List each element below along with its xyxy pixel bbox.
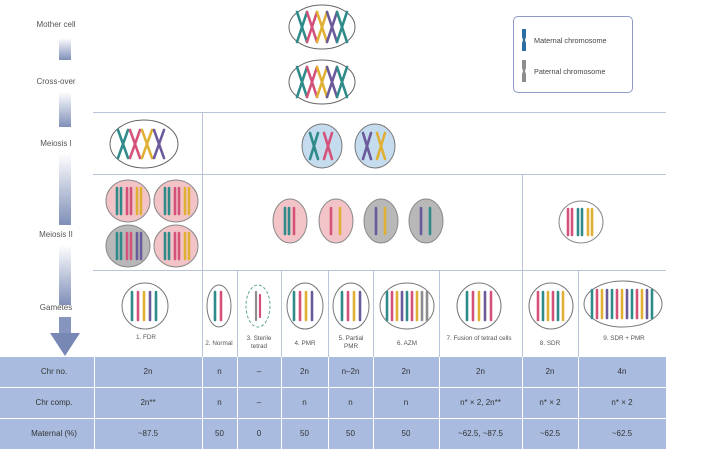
table-cell: n: [302, 398, 307, 407]
table-cell: 2n: [545, 367, 555, 376]
divider-line: [522, 174, 523, 357]
table-cell: ~62.5: [539, 429, 561, 438]
gamete-sdr-cell: [528, 282, 574, 330]
table-divider: [0, 418, 666, 419]
table-divider: [522, 357, 523, 449]
table-divider: [202, 357, 203, 449]
gamete-sdr-pmr-cell: [583, 280, 663, 328]
table-cell: n* × 2: [539, 398, 561, 407]
table-divider: [578, 357, 579, 449]
table-cell: n* × 2, 2n**: [460, 398, 501, 407]
table-cell: 0: [256, 429, 262, 438]
divider-line: [93, 270, 666, 271]
divider-line: [93, 174, 666, 175]
maternal-chromosome-icon: [522, 29, 526, 51]
gamete-label-sdr: 8. SDR: [539, 340, 561, 347]
stage-label-mother-cell: Mother cell: [36, 20, 76, 29]
table-cell: 2n: [300, 367, 309, 376]
paternal-chromosome-icon: [522, 60, 526, 82]
table-row-header: Maternal (%): [31, 429, 77, 438]
table-cell: 4n: [617, 367, 627, 376]
gamete-label-sdr-pmr: 9. SDR + PMR: [603, 335, 645, 342]
divider-line: [578, 270, 579, 357]
gamete-partial-pmr-cell: [332, 282, 370, 330]
table-divider: [0, 387, 666, 388]
table-cell: n: [217, 367, 222, 376]
stage-label-cross-over: Cross-over: [36, 77, 76, 86]
meiosis2-fdr-cells: [105, 179, 199, 268]
mother-cell: [288, 4, 356, 50]
stage-progression-arrow: [50, 38, 80, 356]
table-cell: n: [217, 398, 222, 407]
table-cell: 2n: [401, 367, 411, 376]
table-divider: [439, 357, 440, 449]
stage-label-meiosis-2: Meiosis II: [39, 230, 73, 239]
gamete-label-normal: 2. Normal: [205, 340, 233, 347]
table-cell: n* × 2: [611, 398, 633, 407]
divider-line: [439, 270, 440, 357]
divider-line: [237, 270, 238, 357]
gamete-label-partial-pmr: 5. Partial PMR: [338, 335, 364, 350]
table-cell: n: [403, 398, 409, 407]
gamete-azm-cell: [379, 282, 435, 330]
gamete-label-sterile-tetrad: 3. Sterile tetrad: [246, 335, 272, 350]
cross-over-cell: [288, 59, 356, 105]
legend-paternal-label: Paternal chromosome: [534, 67, 606, 76]
gamete-pmr-cell: [286, 282, 324, 330]
gamete-label-pmr: 4. PMR: [294, 340, 316, 347]
table-cell: ~87.5: [137, 429, 159, 438]
stage-label-meiosis-1: Meiosis I: [40, 139, 72, 148]
divider-line: [281, 270, 282, 357]
table-divider: [237, 357, 238, 449]
table-row-header: Chr no.: [40, 367, 68, 376]
meiosis1-dyad-cells: [301, 123, 396, 169]
legend: Maternal chromosome Paternal chromosome: [513, 16, 633, 93]
table-cell: 50: [215, 429, 224, 438]
table-cell: –: [256, 367, 262, 376]
table-cell: 2n: [476, 367, 485, 376]
divider-line: [93, 112, 666, 113]
gamete-fdr-cell: [121, 282, 169, 330]
stage-label-gametes: Gametes: [39, 303, 73, 312]
table-cell: 2n: [143, 367, 153, 376]
table-cell: ~62.5, ~87.5: [458, 429, 503, 438]
table-divider: [373, 357, 374, 449]
table-cell: n: [348, 398, 353, 407]
gamete-fusion-cell: [456, 282, 502, 330]
table-divider: [281, 357, 282, 449]
meiosis1-unreduced-cell: [109, 119, 179, 169]
table-divider: [94, 357, 95, 449]
table-cell: 50: [300, 429, 309, 438]
table-cell: ~62.5: [611, 429, 633, 438]
divider-line: [202, 112, 203, 357]
legend-maternal-label: Maternal chromosome: [534, 36, 607, 45]
gamete-sterile-tetrad-cell: [245, 284, 271, 328]
summary-table: [0, 357, 666, 449]
table-cell: 50: [346, 429, 355, 438]
gamete-normal-cell: [206, 284, 232, 328]
table-cell: –: [256, 398, 262, 407]
divider-line: [373, 270, 374, 357]
meiosis2-tetrad-cells: [272, 198, 444, 244]
meiosis2-sdr-cell: [558, 200, 604, 244]
gamete-label-fdr: 1. FDR: [136, 334, 156, 341]
table-cell: 2n**: [140, 398, 156, 407]
gamete-label-fusion: 7. Fusion of tetrad cells: [446, 335, 512, 342]
gamete-label-azm: 6. AZM: [397, 340, 417, 347]
table-divider: [328, 357, 329, 449]
divider-line: [328, 270, 329, 357]
table-cell: 50: [401, 429, 411, 438]
table-cell: n–2n: [341, 367, 360, 376]
table-row-header: Chr comp.: [35, 398, 73, 407]
